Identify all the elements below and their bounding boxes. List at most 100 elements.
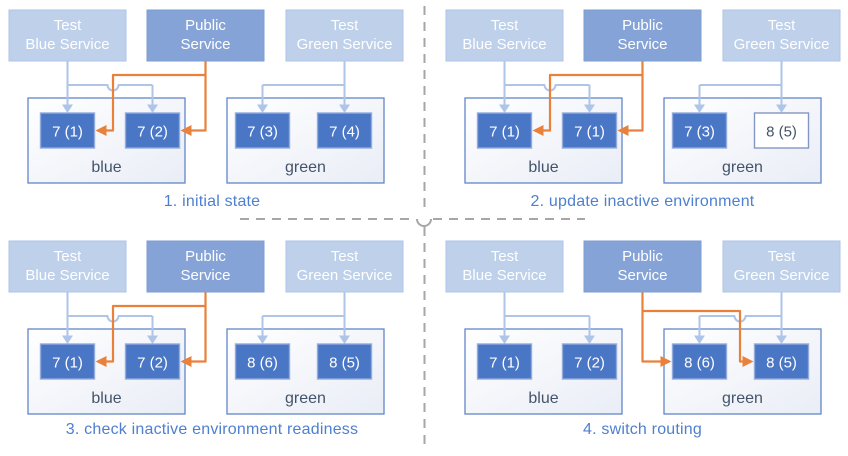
public-service-label: Public (622, 248, 663, 265)
pod-box (561, 112, 618, 149)
public-routing-line (106, 292, 207, 363)
test-arrow-head (339, 335, 350, 344)
pod-label: 8 (6) (684, 355, 715, 372)
test-green-service-label: Test (768, 248, 796, 265)
pod-box (753, 343, 810, 380)
test-arrow-head (584, 335, 595, 344)
public-arrow-head (180, 356, 192, 367)
public-service-box (583, 9, 702, 62)
public-routing-line (642, 309, 743, 363)
public-service-box (146, 9, 265, 62)
pod-box (234, 112, 291, 149)
test-arrow-head (147, 335, 158, 344)
public-service-box (146, 240, 265, 293)
blue-environment-label: blue (91, 390, 121, 407)
public-service-label: Public (185, 248, 226, 265)
step-caption-3: 3. check inactive environment readiness (65, 421, 359, 438)
test-arrow-head (257, 335, 268, 344)
public-routing-line (106, 61, 207, 132)
test-arrow-head (62, 335, 73, 344)
public-service-box (583, 240, 702, 293)
test-blue-service-label: Blue Service (25, 267, 109, 284)
pod-label: 7 (4) (329, 124, 360, 141)
green-environment-label: green (285, 159, 326, 176)
public-service-label: Public (185, 17, 226, 34)
public-service-label: Service (180, 36, 230, 53)
test-arrow-head (694, 104, 705, 113)
public-arrow-head (180, 125, 192, 136)
pod-label: 7 (1) (574, 124, 605, 141)
step-caption-1: 1. initial state (163, 193, 261, 210)
test-green-service-label: Green Service (734, 36, 830, 53)
pod-label: 8 (6) (247, 355, 278, 372)
test-blue-service-box (445, 240, 564, 293)
test-green-service-label: Green Service (297, 267, 393, 284)
pod-label: 7 (3) (247, 124, 278, 141)
test-arrow-head (584, 104, 595, 113)
public-service-label: Service (180, 267, 230, 284)
public-arrow-head (95, 356, 107, 367)
pod-box (316, 112, 373, 149)
public-service-label: Service (617, 267, 667, 284)
test-green-service-label: Green Service (734, 267, 830, 284)
test-blue-service-label: Blue Service (462, 267, 546, 284)
public-arrow-head (660, 356, 672, 367)
pod-box (39, 343, 96, 380)
public-routing-line (191, 75, 207, 132)
blue-environment-label: blue (91, 159, 121, 176)
test-green-service-box (722, 240, 841, 293)
public-arrow-head (95, 125, 107, 136)
step-caption-4: 4. switch routing (582, 421, 702, 438)
test-green-service-label: Test (768, 17, 796, 34)
pod-box (671, 112, 728, 149)
pod-box (476, 343, 533, 380)
public-service-label: Service (617, 36, 667, 53)
blue-environment-label: blue (528, 159, 558, 176)
pod-label: 7 (3) (684, 124, 715, 141)
pod-label: 7 (2) (137, 124, 168, 141)
test-arrow-head (776, 104, 787, 113)
test-blue-service-label: Blue Service (25, 36, 109, 53)
pod-box (39, 112, 96, 149)
test-arrow-head (499, 335, 510, 344)
pod-box (124, 343, 181, 380)
public-routing-line (191, 306, 207, 363)
test-blue-service-label: Test (54, 17, 82, 34)
test-arrow-head (147, 104, 158, 113)
pod-label: 7 (1) (489, 124, 520, 141)
pod-label: 8 (5) (766, 124, 797, 141)
pod-label: 7 (1) (52, 355, 83, 372)
step-caption-2: 2. update inactive environment (530, 193, 755, 210)
test-blue-service-box (8, 9, 127, 62)
test-blue-connector-rail (67, 84, 153, 92)
test-blue-service-label: Blue Service (462, 36, 546, 53)
test-blue-connector-rail (504, 84, 590, 92)
test-blue-service-box (445, 9, 564, 62)
test-green-service-label: Green Service (297, 36, 393, 53)
pod-box (671, 343, 728, 380)
pod-box (234, 343, 291, 380)
pod-label: 7 (1) (52, 124, 83, 141)
green-environment-label: green (722, 159, 763, 176)
pod-box-outlined (753, 112, 810, 149)
test-arrow-head (694, 335, 705, 344)
test-arrow-head (776, 335, 787, 344)
test-green-service-box (285, 240, 404, 293)
public-routing-line (628, 75, 644, 132)
test-green-service-label: Test (331, 17, 359, 34)
public-arrow-head (532, 125, 544, 136)
test-blue-service-label: Test (54, 248, 82, 265)
test-blue-service-label: Test (491, 17, 519, 34)
test-blue-service-label: Test (491, 248, 519, 265)
test-green-service-box (285, 9, 404, 62)
pod-box (316, 343, 373, 380)
green-environment-label: green (285, 390, 326, 407)
